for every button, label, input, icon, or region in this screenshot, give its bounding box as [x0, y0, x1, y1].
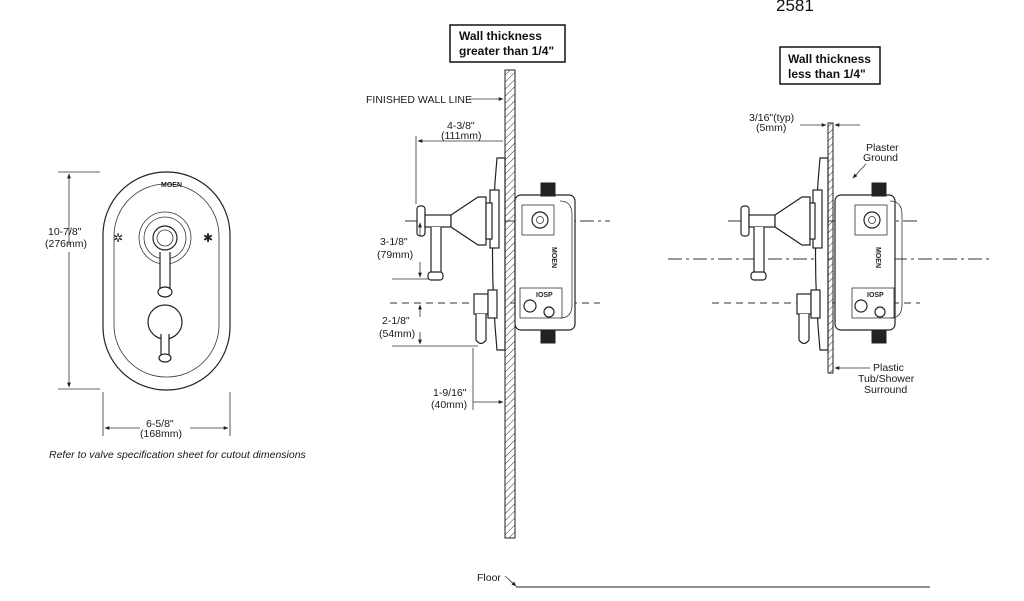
upper-handle-hub	[152, 225, 178, 251]
page-title: 2581	[776, 0, 814, 15]
upper-handle-side-thin	[740, 205, 750, 237]
width-dimension-mm: (168mm)	[140, 428, 182, 440]
plastic-label-line3: Surround	[864, 384, 907, 396]
upper-lever-side	[430, 227, 442, 278]
dimension-a-mm: (111mm)	[441, 130, 481, 142]
valve-label: IOSP	[536, 292, 553, 299]
cold-symbol-icon: ✱	[203, 231, 213, 245]
thin-wall-view: Wall thickness less than 1/4" 3/16"(typ)…	[668, 46, 990, 396]
plaster-label-line2: Ground	[863, 152, 898, 164]
thin-wall-label-box	[779, 46, 881, 85]
valve-brand-label: MOEN	[550, 247, 557, 268]
thick-wall	[504, 69, 516, 539]
dimension-typ: 3/16"(typ)	[749, 112, 794, 124]
floor-label: Floor	[477, 572, 501, 584]
thin-wall-label-line2: less than 1/4"	[788, 67, 866, 81]
dimension-c: 2-1/8"	[382, 315, 410, 327]
cutout-note: Refer to valve specification sheet for c…	[49, 449, 307, 461]
hot-symbol-icon: ✲	[113, 231, 123, 245]
thick-wall-label-line2: greater than 1/4"	[459, 44, 554, 58]
lower-handle	[147, 304, 183, 340]
height-dimension-mm: (276mm)	[45, 238, 87, 250]
plaster-label-line1: Plaster	[866, 142, 899, 154]
dimension-d-mm: (40mm)	[431, 399, 467, 411]
escutcheon-side	[491, 157, 506, 351]
dimension-a: 4-3/8"	[447, 120, 475, 132]
thin-wall-label-line1: Wall thickness	[788, 52, 871, 66]
dimension-b-mm: (79mm)	[377, 249, 413, 261]
valve-brand-label-thin: MOEN	[874, 247, 881, 268]
plastic-label-line2: Tub/Shower	[858, 373, 915, 385]
lower-handle-side	[473, 293, 489, 315]
height-dimension: 10-7/8"	[48, 226, 82, 238]
dimension-c-mm: (54mm)	[379, 328, 415, 340]
dimension-d: 1-9/16"	[433, 387, 467, 399]
plastic-label-line1: Plastic	[873, 362, 904, 374]
upper-handle-side	[416, 205, 426, 237]
escutcheon-side-thin	[814, 157, 829, 351]
thin-wall	[827, 122, 834, 374]
valve-label-thin: IOSP	[867, 292, 884, 299]
valve-body-thin	[834, 194, 896, 331]
thick-wall-label-line1: Wall thickness	[459, 29, 542, 43]
front-view: MOEN ✲ ✱ 10-7/8" (276mm) 6-5/8" (168mm) …	[45, 171, 307, 461]
width-dimension: 6-5/8"	[146, 418, 174, 430]
escutcheon-inner	[113, 183, 220, 378]
finished-wall-line-label: FINISHED WALL LINE	[366, 94, 472, 106]
thick-wall-label-box	[449, 24, 566, 63]
lower-handle-side-thin	[796, 293, 812, 315]
dimension-b: 3-1/8"	[380, 236, 408, 248]
dimension-typ-mm: (5mm)	[756, 122, 786, 134]
escutcheon-logo: MOEN	[161, 182, 182, 189]
thick-wall-view: Wall thickness greater than 1/4" FINISHE…	[366, 24, 930, 588]
